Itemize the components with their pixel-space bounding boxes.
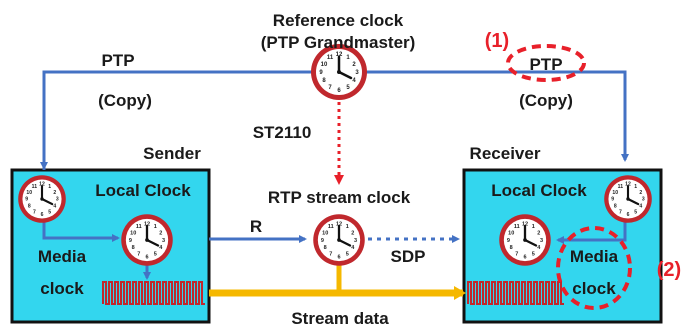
receiver-media-label: Media bbox=[570, 247, 619, 266]
r-label: R bbox=[250, 217, 262, 236]
ptp-left-label: PTP bbox=[101, 51, 134, 70]
copy-left-label: (Copy) bbox=[98, 91, 152, 110]
receiver-local-clock-icon bbox=[603, 174, 653, 224]
reference-clock-subtitle: (PTP Grandmaster) bbox=[261, 33, 416, 52]
sender-pulse-train-icon bbox=[102, 281, 205, 305]
marker-2-label: (2) bbox=[657, 259, 681, 281]
sender-local-clock-icon bbox=[17, 174, 67, 224]
sender-local-clock-label: Local Clock bbox=[95, 181, 191, 200]
st2110-label: ST2110 bbox=[253, 123, 312, 142]
rtp-stream-clock-icon bbox=[312, 213, 366, 267]
receiver-media-clock-icon bbox=[498, 213, 552, 267]
sender-media-clock-icon bbox=[120, 213, 174, 267]
sdp-label: SDP bbox=[391, 247, 426, 266]
sender-clock-label: clock bbox=[40, 279, 84, 298]
sender-media-label: Media bbox=[38, 247, 87, 266]
marker-1-label: (1) bbox=[485, 30, 509, 52]
stream-data-label: Stream data bbox=[291, 309, 389, 328]
ptp-right-label: PTP bbox=[529, 55, 562, 74]
reference-clock-title: Reference clock bbox=[273, 11, 404, 30]
receiver-local-clock-label: Local Clock bbox=[491, 181, 587, 200]
rtp-stream-clock-label: RTP stream clock bbox=[268, 188, 411, 207]
reference-clock-icon bbox=[309, 42, 369, 102]
ptp-highlight-ellipse bbox=[506, 44, 586, 82]
copy-right-label: (Copy) bbox=[519, 91, 573, 110]
media-clock-highlight-ellipse bbox=[556, 226, 632, 310]
sender-label: Sender bbox=[143, 144, 201, 163]
receiver-label: Receiver bbox=[470, 144, 541, 163]
receiver-clock-label: clock bbox=[572, 279, 616, 298]
receiver-pulse-train-icon bbox=[467, 281, 564, 305]
